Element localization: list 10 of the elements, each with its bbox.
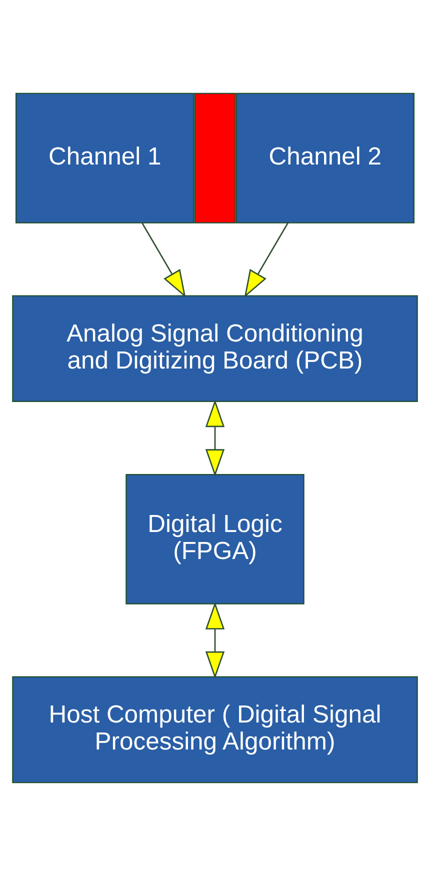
arrow: [205, 602, 225, 679]
node-box: Host Computer ( Digital Signal Processing Algorithm): [12, 676, 418, 784]
node-box: Digital Logic (FPGA): [126, 474, 304, 604]
node-box: Analog Signal Conditioning and Digitizing Board (PCB): [12, 295, 418, 402]
node-bar: [194, 92, 236, 224]
node-box: Channel 2: [236, 92, 414, 224]
arrow: [244, 222, 288, 298]
node-box: Channel 1: [16, 92, 194, 224]
arrow: [142, 222, 186, 298]
arrow: [205, 400, 225, 477]
